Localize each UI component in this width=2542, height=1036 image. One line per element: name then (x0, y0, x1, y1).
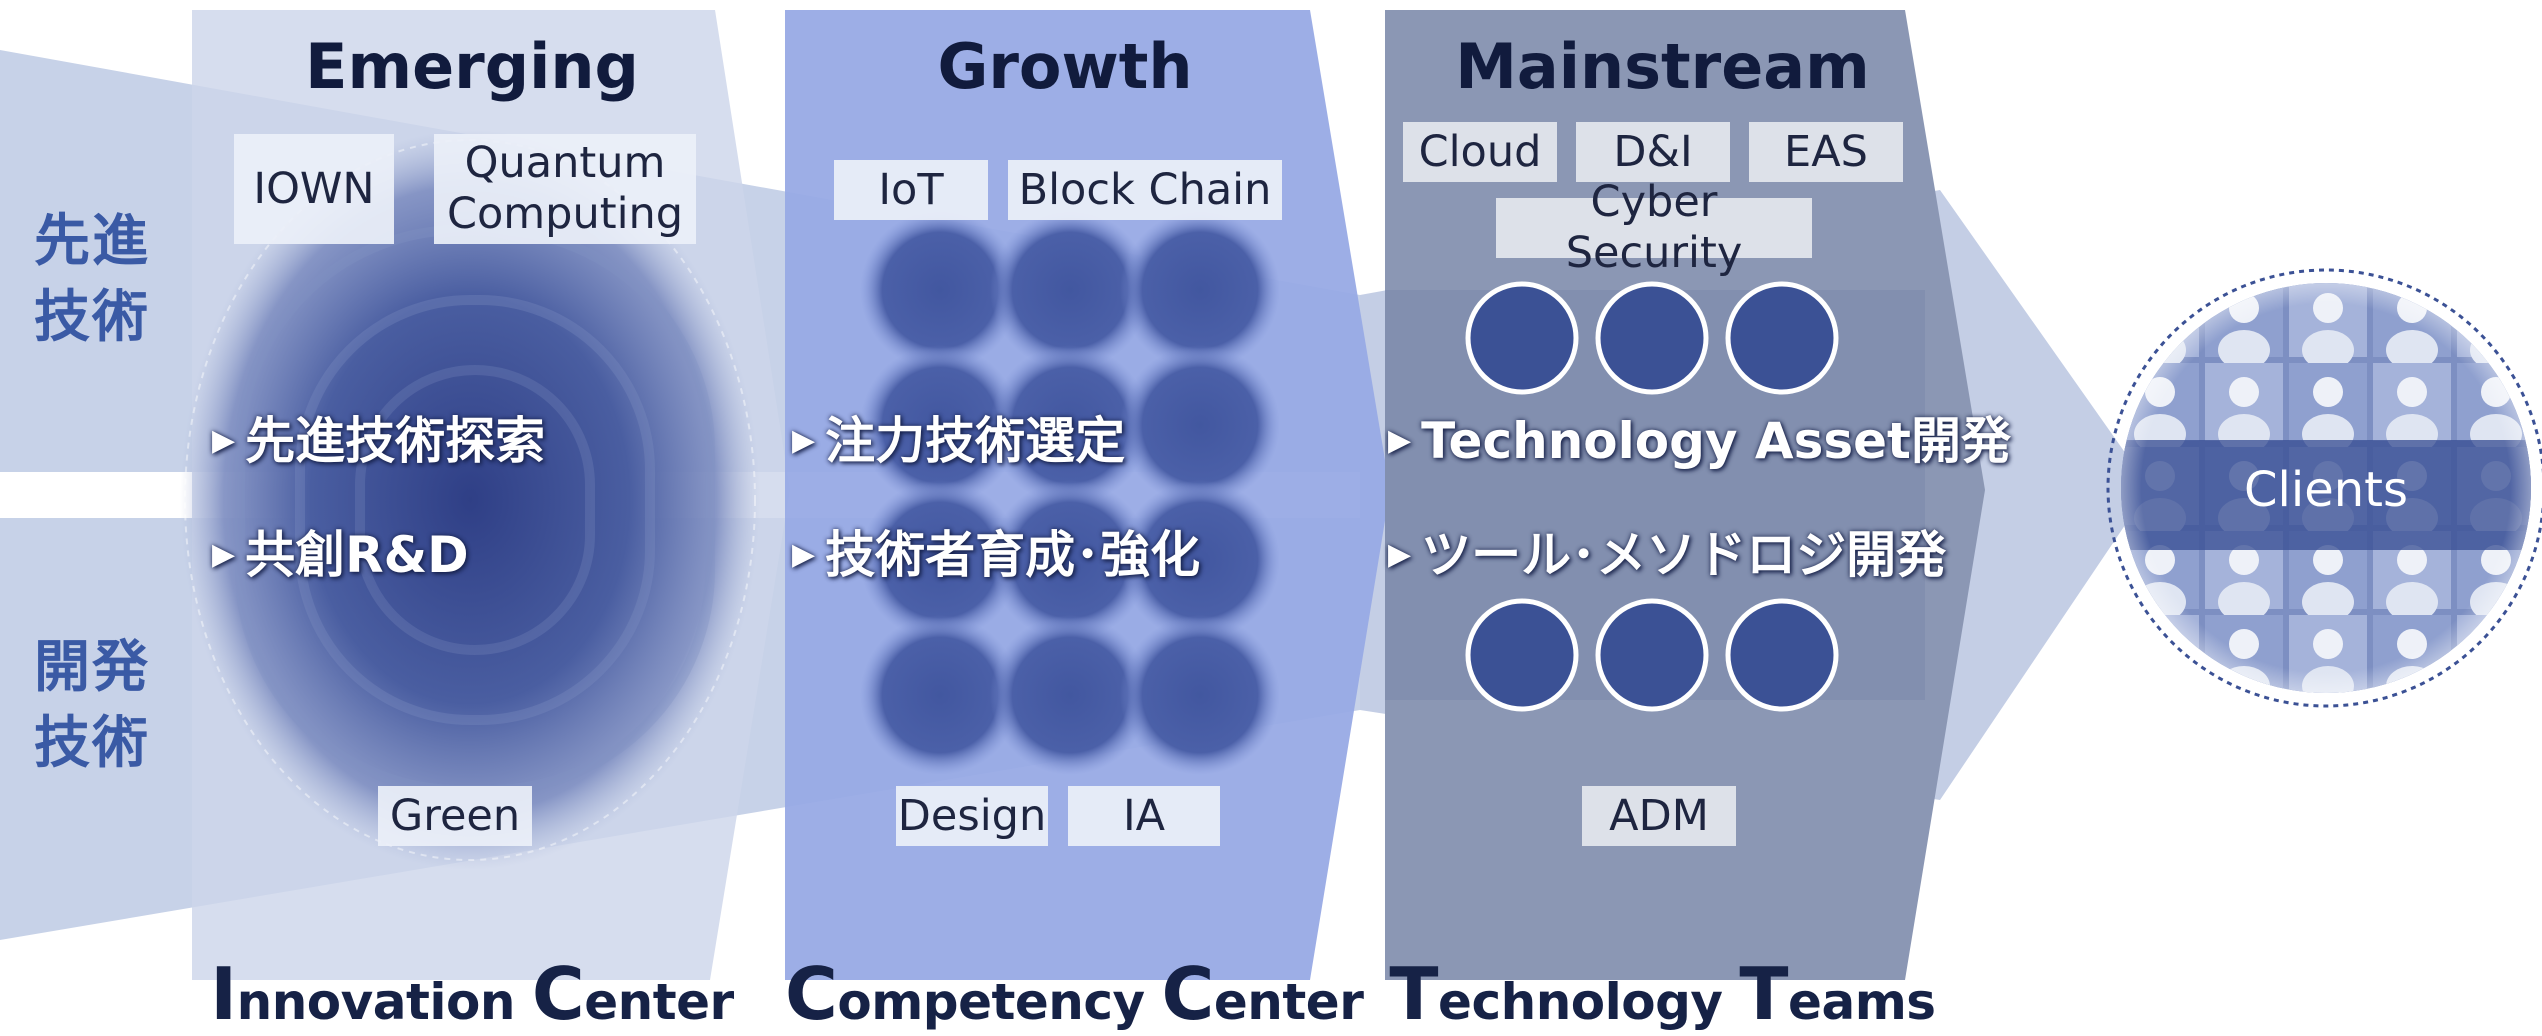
growth-orb (1120, 615, 1280, 775)
bullet-triangle-icon: ▶ (1388, 537, 1412, 572)
chip-green: Green (378, 786, 532, 846)
growth-orb (860, 345, 1020, 505)
growth-orb (860, 210, 1020, 370)
growth-orb (1120, 480, 1280, 640)
clients-globe (2106, 268, 2542, 708)
chip-block-chain: Block Chain (1008, 160, 1282, 220)
bullet-text: 共創R&D (245, 526, 469, 584)
mainstream-circle (1595, 598, 1709, 712)
portrait-head (2481, 629, 2511, 659)
side-label-development-1: 開発 (34, 635, 150, 700)
growth-orb (1120, 345, 1280, 505)
chip-iot: IoT (834, 160, 988, 220)
chip-quantum-line2: Computing (446, 189, 684, 239)
column-title-emerging: Emerging (305, 30, 639, 103)
growth-orb (990, 615, 1150, 775)
bullet-emerging-cocreation: ▶共創R&D (212, 530, 469, 580)
chip-quantum-line1: Quantum (464, 138, 666, 189)
chip-cyber-security: Cyber Security (1496, 177, 1812, 278)
mainstream-circle (1725, 281, 1839, 395)
bullet-growth-select: ▶注力技術選定 (792, 416, 1125, 466)
bullet-triangle-icon: ▶ (1388, 423, 1412, 458)
chip-design: Design (896, 786, 1048, 846)
column-title-growth: Growth (937, 30, 1193, 103)
bullet-triangle-icon: ▶ (792, 537, 816, 572)
growth-orb (860, 480, 1020, 640)
mainstream-circles (1465, 281, 1839, 712)
growth-orb (1120, 210, 1280, 370)
growth-orb (860, 615, 1020, 775)
portrait-head (2145, 629, 2175, 659)
mainstream-circle (1725, 598, 1839, 712)
bullet-text: 技術者育成･強化 (825, 526, 1201, 584)
chip-ia: IA (1068, 786, 1220, 846)
mainstream-circle (1465, 598, 1579, 712)
growth-orbs (860, 210, 1280, 775)
chip-cloud: Cloud (1403, 122, 1557, 182)
column-title-mainstream: Mainstream (1455, 30, 1870, 103)
footer-innovation-center: Innovation Center (210, 952, 734, 1036)
chip-eas: EAS (1749, 122, 1903, 182)
side-label-advanced-2: 技術 (34, 285, 150, 350)
clients-label: Clients (2244, 462, 2408, 518)
footer-competency-center: Competency Center (785, 952, 1364, 1036)
emerging-glow (180, 130, 760, 870)
bullet-mainstream-asset: ▶Technology Asset開発 (1388, 416, 2011, 466)
bullet-text: Technology Asset開発 (1421, 412, 2011, 470)
bullet-mainstream-tools: ▶ツール･メソドロジ開発 (1388, 530, 1946, 580)
bullet-emerging-explore: ▶先進技術探索 (212, 416, 545, 466)
bullet-text: 注力技術選定 (825, 412, 1126, 470)
chip-dni: D&I (1576, 122, 1730, 182)
footer-technology-teams: Technology Teams (1389, 952, 1936, 1036)
mainstream-circle (1465, 281, 1579, 395)
bullet-triangle-icon: ▶ (212, 537, 236, 572)
portrait-head (2481, 293, 2511, 323)
chip-iown: IOWN (234, 134, 394, 244)
portrait-head (2145, 293, 2175, 323)
side-label-advanced-1: 先進 (34, 209, 150, 274)
bullet-text: ツール･メソドロジ開発 (1421, 526, 1947, 584)
bullet-triangle-icon: ▶ (792, 423, 816, 458)
portrait-body (2134, 666, 2186, 693)
chip-adm: ADM (1582, 786, 1736, 846)
growth-orb (990, 480, 1150, 640)
chip-quantum-computing: Quantum Computing (434, 134, 696, 244)
mainstream-circle (1595, 281, 1709, 395)
portrait-body (2470, 666, 2522, 693)
bullet-text: 先進技術探索 (245, 412, 546, 470)
bullet-triangle-icon: ▶ (212, 423, 236, 458)
side-label-development-2: 技術 (34, 711, 150, 776)
growth-orb (990, 345, 1150, 505)
bullet-growth-training: ▶技術者育成･強化 (792, 530, 1200, 580)
growth-orb (990, 210, 1150, 370)
